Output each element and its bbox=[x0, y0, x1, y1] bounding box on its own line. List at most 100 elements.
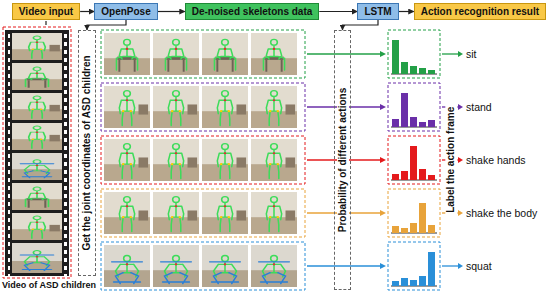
film-strip-part bbox=[12, 93, 62, 120]
skeleton-photo-rows-part bbox=[202, 245, 248, 287]
skeleton-photo-rows-part bbox=[251, 245, 297, 287]
probability-bar-charts-part bbox=[410, 117, 417, 127]
skeleton-photo-rows-part bbox=[251, 86, 297, 128]
flow-arrow bbox=[80, 11, 94, 12]
probability-bar-charts-part bbox=[401, 93, 408, 127]
result-arrows-part bbox=[458, 157, 463, 163]
caption-label: Video of ASD children bbox=[2, 280, 96, 290]
probability-bar-charts-part bbox=[392, 226, 399, 233]
row-arrows-part bbox=[380, 263, 386, 269]
skeleton-photo-rows-part bbox=[153, 33, 199, 75]
result-arrows-part bbox=[458, 263, 463, 269]
process-box: De-noised skeletons data bbox=[185, 3, 320, 20]
probability-bar-charts-part bbox=[428, 175, 435, 180]
process-box: LSTM bbox=[357, 3, 398, 20]
probability-bar-charts-part bbox=[392, 174, 399, 180]
probability-bar-charts-part bbox=[428, 70, 435, 74]
row-arrows-part bbox=[380, 51, 386, 57]
result-arrows-part bbox=[458, 104, 463, 110]
node-text: Action recognition result bbox=[421, 5, 539, 18]
probability-bar-charts-part bbox=[388, 189, 440, 237]
input-leader-part bbox=[45, 21, 46, 25]
skeleton-photo-rows-part bbox=[101, 242, 305, 290]
result-arrows-part bbox=[442, 265, 458, 266]
result-arrows bbox=[442, 51, 463, 269]
film-strip bbox=[3, 27, 71, 278]
action-label: sit bbox=[466, 48, 477, 60]
result-arrows-part bbox=[458, 210, 463, 216]
probability-bar-charts-part bbox=[388, 242, 440, 290]
probability-bar-charts-part bbox=[410, 66, 417, 74]
probability-bar-charts-part bbox=[428, 225, 435, 233]
input-leader bbox=[46, 21, 47, 25]
skeleton-photo-rows-part bbox=[101, 136, 305, 184]
film-strip-part bbox=[12, 183, 62, 210]
output-box: Action recognition result bbox=[414, 3, 546, 20]
step-band: Probability of different actions bbox=[334, 30, 351, 290]
step-label: Label the action frame bbox=[445, 105, 457, 215]
probability-bar-charts-part bbox=[388, 136, 440, 184]
row-arrows-part bbox=[380, 210, 386, 216]
probability-bar-charts-part bbox=[410, 146, 417, 180]
probability-bar-charts-part bbox=[392, 40, 399, 74]
skeleton-photo-rows-part bbox=[104, 192, 150, 234]
skeleton-photo-rows bbox=[101, 30, 305, 290]
row-arrows-part bbox=[307, 53, 380, 54]
skeleton-photo-rows-part bbox=[153, 139, 199, 181]
skeleton-photo-rows-part bbox=[153, 192, 199, 234]
probability-bar-charts-part bbox=[388, 30, 440, 78]
film-strip-part bbox=[12, 153, 62, 180]
probability-bar-charts-part bbox=[392, 281, 399, 286]
flow-arrow bbox=[343, 20, 379, 30]
film-strip-part bbox=[3, 27, 71, 278]
step-band: Get the joint coordinates of ASD childre… bbox=[78, 30, 96, 276]
film-strip-part bbox=[12, 243, 62, 273]
node-text: De-noised skeletons data bbox=[192, 5, 313, 18]
node-text: OpenPose bbox=[101, 5, 150, 18]
film-strip-part bbox=[64, 30, 67, 276]
skeleton-photo-rows-part bbox=[104, 86, 150, 128]
row-arrows bbox=[307, 51, 386, 269]
row-arrows-part bbox=[380, 104, 386, 110]
skeleton-photo-rows-part bbox=[104, 33, 150, 75]
probability-bar-charts-part bbox=[419, 169, 426, 180]
skeleton-photo-rows-part bbox=[104, 139, 150, 181]
skeleton-photo-rows-part bbox=[202, 139, 248, 181]
skeleton-photo-rows-part bbox=[101, 189, 305, 237]
input-box: Video input bbox=[12, 3, 80, 20]
film-strip-part bbox=[12, 123, 62, 150]
skeleton-photo-rows-part bbox=[251, 33, 297, 75]
node-text: Probability of different actions bbox=[337, 86, 349, 234]
probability-bar-charts-part bbox=[388, 83, 440, 131]
probability-bar-charts-part bbox=[419, 203, 426, 233]
skeleton-photo-rows-part bbox=[202, 33, 248, 75]
row-arrows-part bbox=[307, 265, 380, 266]
skeleton-photo-rows-part bbox=[153, 245, 199, 287]
node-text: Get the joint coordinates of ASD childre… bbox=[81, 53, 93, 252]
node-text: LSTM bbox=[364, 5, 391, 18]
skeleton-photo-rows-part bbox=[101, 30, 305, 78]
probability-bar-charts-part bbox=[419, 122, 426, 127]
action-label: shake hands bbox=[466, 154, 526, 166]
film-strip-part bbox=[12, 63, 62, 90]
probability-bar-charts-part bbox=[419, 68, 426, 74]
skeleton-photo-rows-part bbox=[101, 83, 305, 131]
flow-arrow bbox=[319, 11, 357, 12]
probability-bar-charts-part bbox=[428, 120, 435, 127]
probability-bar-charts-part bbox=[419, 276, 426, 286]
probability-bar-charts-part bbox=[392, 119, 399, 127]
probability-bar-charts-part bbox=[428, 252, 435, 286]
probability-bar-charts bbox=[388, 30, 440, 290]
probability-bar-charts-part bbox=[410, 223, 417, 233]
skeleton-photo-rows-part bbox=[202, 192, 248, 234]
row-arrows-part bbox=[380, 157, 386, 163]
action-label: shake the body bbox=[466, 207, 537, 219]
action-label: stand bbox=[466, 101, 492, 113]
probability-bar-charts-part bbox=[401, 62, 408, 74]
process-box: OpenPose bbox=[94, 3, 157, 20]
node-text: Video input bbox=[19, 5, 73, 18]
flow-arrow bbox=[87, 20, 126, 30]
probability-bar-charts-part bbox=[401, 228, 408, 233]
